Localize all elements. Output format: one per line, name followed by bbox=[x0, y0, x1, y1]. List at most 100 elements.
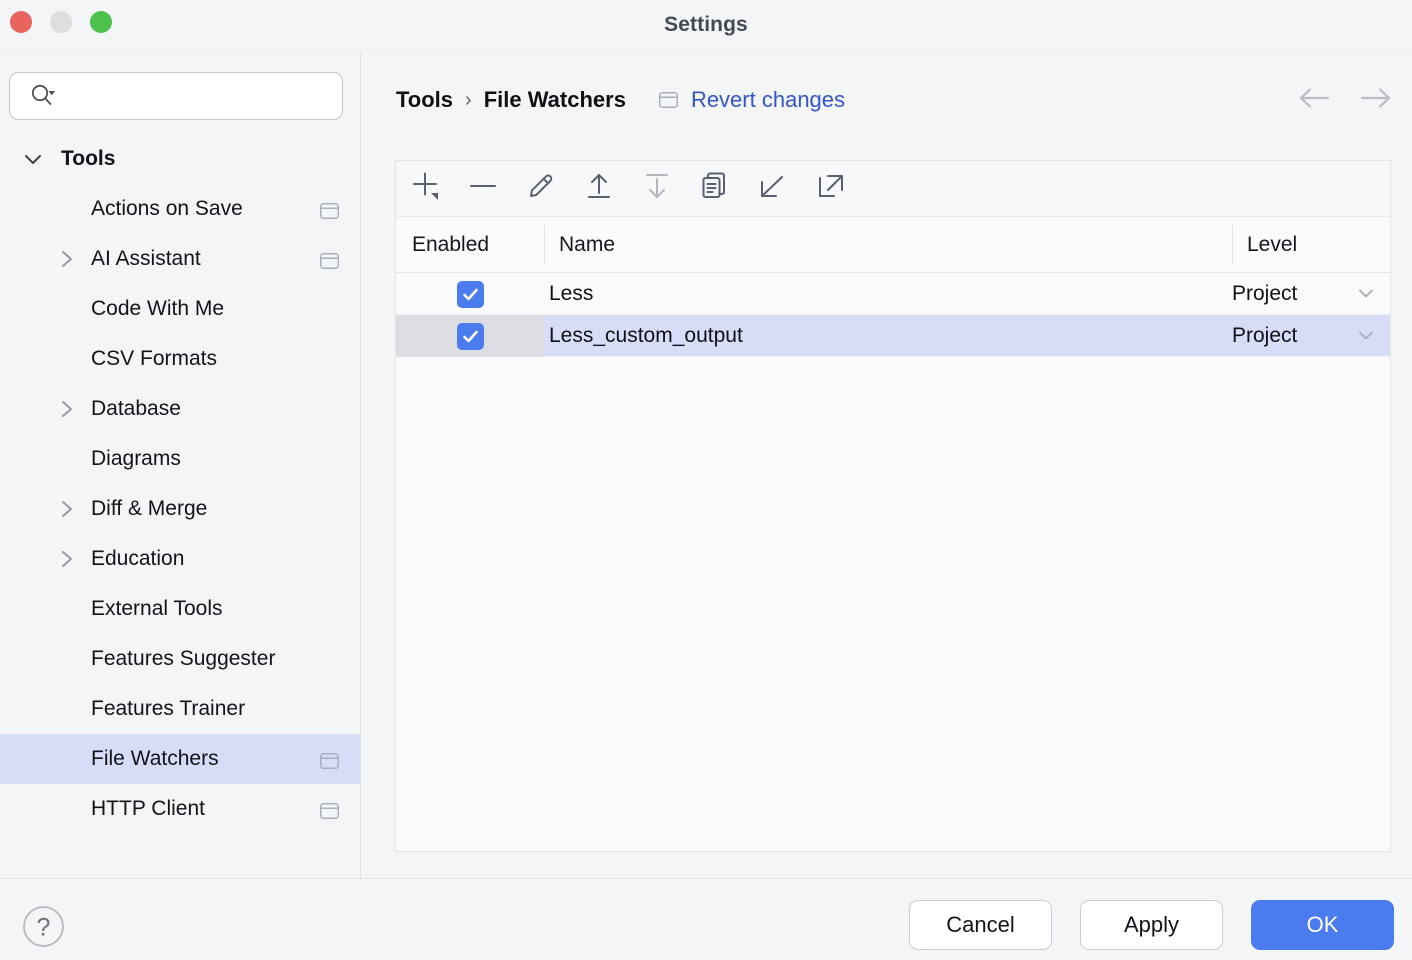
arrow-up-icon bbox=[583, 170, 615, 207]
sidebar-item-label: AI Assistant bbox=[91, 247, 201, 270]
import-icon bbox=[757, 170, 789, 207]
search-icon bbox=[31, 84, 55, 105]
footer-divider bbox=[0, 878, 1412, 879]
ok-button[interactable]: OK bbox=[1251, 900, 1394, 950]
sidebar-item-csv-formats[interactable]: CSV Formats bbox=[0, 334, 360, 384]
arrow-down-icon bbox=[641, 170, 673, 207]
sidebar-item-label: Features Trainer bbox=[91, 697, 246, 720]
navigation-arrows bbox=[1298, 86, 1392, 110]
arrow-left-icon[interactable] bbox=[1298, 86, 1332, 110]
column-divider-2[interactable] bbox=[1232, 225, 1233, 265]
breadcrumb-root[interactable]: Tools bbox=[396, 87, 454, 112]
revert-changes[interactable]: Revert changes bbox=[658, 87, 846, 113]
chevron-down-icon[interactable] bbox=[1356, 282, 1376, 306]
copy-watcher-button[interactable] bbox=[698, 172, 732, 206]
sidebar-item-diagrams[interactable]: Diagrams bbox=[0, 434, 360, 484]
sidebar-item-external-tools[interactable]: External Tools bbox=[0, 584, 360, 634]
breadcrumb: Tools › File Watchers Revert changes bbox=[396, 82, 845, 118]
sidebar-item-tools[interactable]: Tools bbox=[0, 134, 360, 184]
level-cell[interactable]: Project bbox=[1232, 273, 1392, 315]
level-value: Project bbox=[1232, 324, 1298, 347]
help-icon[interactable]: ? bbox=[22, 905, 65, 948]
sidebar-item-label: HTTP Client bbox=[91, 797, 205, 820]
enabled-checkbox[interactable] bbox=[456, 322, 484, 350]
column-header-enabled[interactable]: Enabled bbox=[412, 233, 490, 256]
table-row[interactable]: Less_custom_output Project bbox=[396, 315, 1390, 357]
sidebar-item-diff-merge[interactable]: Diff & Merge bbox=[0, 484, 360, 534]
sidebar-item-http-client[interactable]: HTTP Client bbox=[0, 784, 360, 834]
title-bar-divider bbox=[0, 51, 1412, 52]
sidebar-item-actions-on-save[interactable]: Actions on Save bbox=[0, 184, 360, 234]
import-button[interactable] bbox=[756, 172, 790, 206]
minus-icon bbox=[467, 170, 499, 207]
close-window-button[interactable] bbox=[10, 11, 32, 33]
sidebar-item-code-with-me[interactable]: Code With Me bbox=[0, 284, 360, 334]
cancel-button[interactable]: Cancel bbox=[909, 900, 1052, 950]
column-divider-1[interactable] bbox=[544, 225, 545, 265]
enabled-cell[interactable] bbox=[396, 315, 544, 357]
title-bar: Settings bbox=[0, 0, 1412, 52]
sidebar-item-label: Diff & Merge bbox=[91, 497, 208, 520]
project-scope-icon bbox=[320, 251, 339, 269]
sidebar-item-education[interactable]: Education bbox=[0, 534, 360, 584]
chevron-right-icon[interactable] bbox=[56, 534, 78, 584]
sidebar-item-label: External Tools bbox=[91, 597, 223, 620]
watcher-name-cell[interactable]: Less bbox=[549, 282, 594, 305]
sidebar-item-label: Tools bbox=[61, 147, 116, 170]
table-header: Enabled Name Level bbox=[396, 217, 1390, 273]
sidebar-item-features-trainer[interactable]: Features Trainer bbox=[0, 684, 360, 734]
level-cell[interactable]: Project bbox=[1232, 315, 1392, 357]
column-header-level[interactable]: Level bbox=[1247, 233, 1298, 256]
project-scope-icon bbox=[320, 201, 339, 219]
breadcrumb-current: File Watchers bbox=[483, 87, 626, 112]
sidebar-item-label: Code With Me bbox=[91, 297, 225, 320]
chevron-right-icon[interactable] bbox=[56, 234, 78, 284]
chevron-down-icon[interactable] bbox=[1356, 324, 1376, 348]
sidebar-item-label: Database bbox=[91, 397, 181, 420]
footer-buttons: Cancel Apply OK bbox=[909, 900, 1394, 950]
enabled-cell[interactable] bbox=[396, 273, 544, 315]
search-box[interactable] bbox=[9, 72, 343, 120]
column-header-name[interactable]: Name bbox=[559, 233, 616, 256]
project-scope-icon bbox=[320, 801, 339, 819]
watcher-name-cell[interactable]: Less_custom_output bbox=[549, 324, 743, 347]
sidebar-item-label: File Watchers bbox=[91, 747, 219, 770]
remove-watcher-button[interactable] bbox=[466, 172, 500, 206]
table-row[interactable]: Less Project bbox=[396, 273, 1390, 315]
edit-watcher-button[interactable] bbox=[524, 172, 558, 206]
search-field-wrapper bbox=[9, 72, 343, 120]
add-watcher-button[interactable] bbox=[408, 172, 442, 206]
file-watchers-toolbar bbox=[396, 161, 1390, 217]
level-value: Project bbox=[1232, 282, 1298, 305]
enabled-checkbox[interactable] bbox=[456, 280, 484, 308]
project-scope-icon bbox=[658, 92, 678, 108]
export-button[interactable] bbox=[814, 172, 848, 206]
apply-button[interactable]: Apply bbox=[1080, 900, 1223, 950]
settings-main-panel: Tools › File Watchers Revert changes bbox=[362, 52, 1412, 878]
search-input[interactable] bbox=[64, 86, 314, 106]
sidebar-item-database[interactable]: Database bbox=[0, 384, 360, 434]
project-scope-icon bbox=[320, 751, 339, 769]
minimize-window-button[interactable] bbox=[50, 11, 72, 33]
copy-icon bbox=[699, 170, 731, 207]
sidebar-item-ai-assistant[interactable]: AI Assistant bbox=[0, 234, 360, 284]
chevron-right-icon[interactable] bbox=[56, 384, 78, 434]
sidebar-item-features-suggester[interactable]: Features Suggester bbox=[0, 634, 360, 684]
chevron-down-icon[interactable] bbox=[22, 134, 44, 184]
dialog-footer: ? Cancel Apply OK bbox=[0, 879, 1412, 960]
svg-text:?: ? bbox=[37, 914, 51, 942]
move-up-button[interactable] bbox=[582, 172, 616, 206]
sidebar-item-label: CSV Formats bbox=[91, 347, 218, 370]
arrow-right-icon[interactable] bbox=[1358, 86, 1392, 110]
sidebar-item-file-watchers[interactable]: File Watchers bbox=[0, 734, 360, 784]
sidebar-item-label: Actions on Save bbox=[91, 197, 243, 220]
revert-changes-link[interactable]: Revert changes bbox=[690, 87, 846, 112]
export-icon bbox=[815, 170, 847, 207]
window-title: Settings bbox=[664, 13, 748, 36]
maximize-window-button[interactable] bbox=[90, 11, 112, 33]
chevron-right-icon[interactable] bbox=[56, 484, 78, 534]
